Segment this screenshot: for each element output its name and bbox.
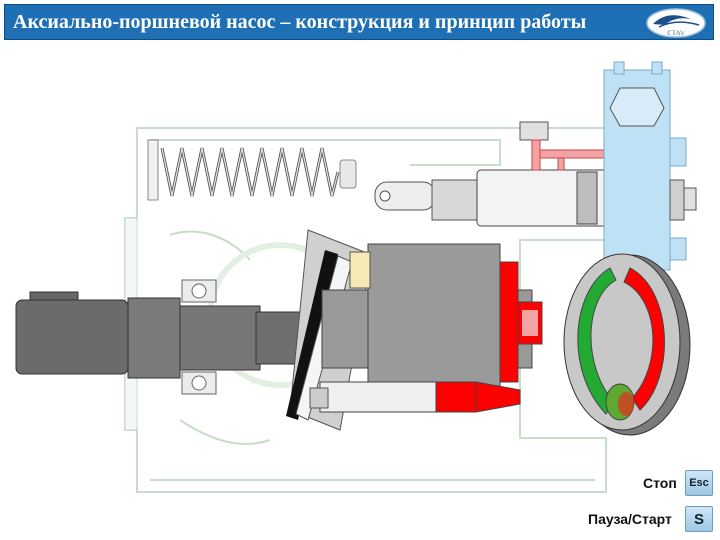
- control-spring: [147, 139, 357, 201]
- working-piston: [309, 381, 521, 413]
- pressure-regulator-valve: [603, 61, 697, 271]
- valve-plate: [563, 253, 691, 436]
- control-channel: [531, 139, 607, 171]
- stop-label: Стоп: [643, 475, 677, 491]
- outlet-port: [499, 261, 543, 383]
- cylinder-block: [321, 243, 533, 387]
- pause-start-button[interactable]: S: [685, 506, 713, 532]
- svg-text:ℂ𝕋𝔸𝕍: ℂ𝕋𝔸𝕍: [667, 30, 685, 37]
- logo-icon: ℂ𝕋𝔸𝕍: [646, 8, 706, 38]
- title-bar: Аксиально-поршневой насос – конструкция …: [4, 4, 714, 40]
- pressure-kidney: [623, 267, 665, 411]
- page-title: Аксиально-поршневой насос – конструкция …: [13, 11, 587, 33]
- shaft-bearing: [181, 279, 217, 395]
- control-piston: [374, 121, 608, 227]
- drive-shaft: [15, 291, 327, 379]
- stop-button[interactable]: Esc: [685, 470, 713, 496]
- pause-label: Пауза/Старт: [588, 511, 672, 527]
- pump-diagram: [15, 61, 697, 493]
